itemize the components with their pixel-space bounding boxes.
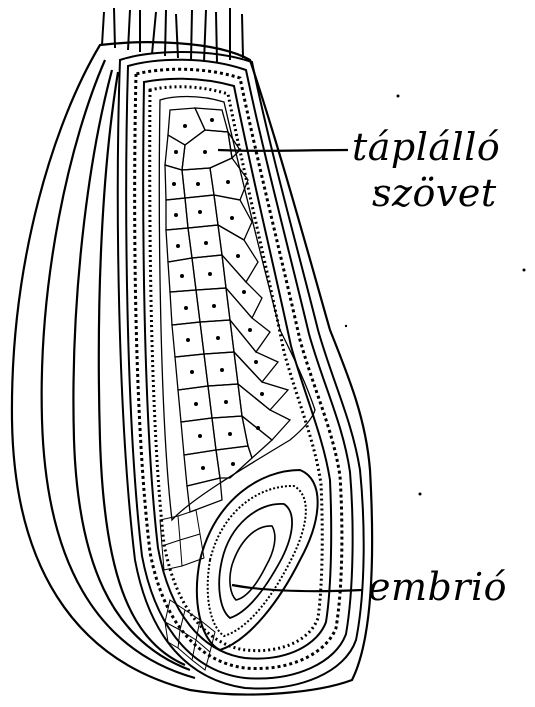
- embryo: [160, 470, 318, 670]
- label-nutritive-tissue-line2: szövet: [372, 174, 497, 212]
- leader-line-nutritive-tissue: [218, 150, 348, 151]
- seed-coat: [118, 52, 364, 689]
- label-embryo: embrió: [368, 568, 507, 606]
- label-nutritive-tissue-line1: táplálló: [352, 128, 500, 166]
- nutritive-tissue-cells: [159, 97, 315, 521]
